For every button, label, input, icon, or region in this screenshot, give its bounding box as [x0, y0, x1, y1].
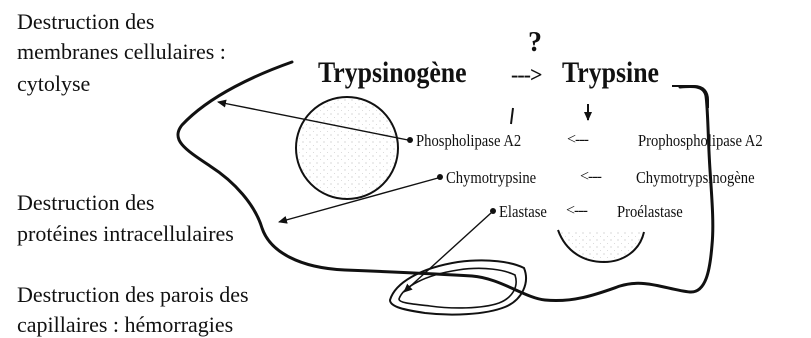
chymotrypsinogene-label: Chymotrypsinogène: [636, 168, 755, 188]
effect-cytolyse-line2: membranes cellulaires :: [17, 38, 226, 65]
proelastase-label: Proélastase: [617, 202, 683, 222]
trypsinogene-label: Trypsinogène: [318, 56, 467, 90]
arrow-elastase-to-capillary: [404, 213, 491, 292]
phospholipase-label: Phospholipase A2: [416, 131, 521, 151]
effect-cytolyse-line1: Destruction des: [17, 8, 154, 35]
effect-proteines-line2: protéines intracellulaires: [17, 220, 234, 247]
effect-cytolyse-line3: cytolyse: [17, 70, 90, 97]
granule-vesicle: [558, 230, 644, 262]
conversion-arrow-3: <---: [566, 202, 587, 220]
nucleus: [296, 97, 398, 199]
effect-capillaires-line1: Destruction des parois des: [17, 281, 249, 308]
prophospholipase-label: Prophospholipase A2: [638, 131, 763, 151]
activation-stroke: [511, 108, 513, 124]
conversion-arrow-2: <---: [580, 168, 601, 186]
chymotrypsine-label: Chymotrypsine: [446, 168, 536, 188]
question-mark: ?: [528, 28, 542, 58]
trypsine-label: Trypsine: [562, 56, 659, 90]
conversion-arrow-1: <---: [567, 131, 588, 149]
effect-capillaires-line2: capillaires : hémorragies: [17, 311, 233, 338]
chymotrypsine-dot: [437, 174, 443, 180]
effect-proteines-line1: Destruction des: [17, 189, 154, 216]
capillary-outer: [390, 260, 526, 314]
activation-arrow: --->: [511, 62, 542, 88]
elastase-label: Elastase: [499, 202, 547, 222]
